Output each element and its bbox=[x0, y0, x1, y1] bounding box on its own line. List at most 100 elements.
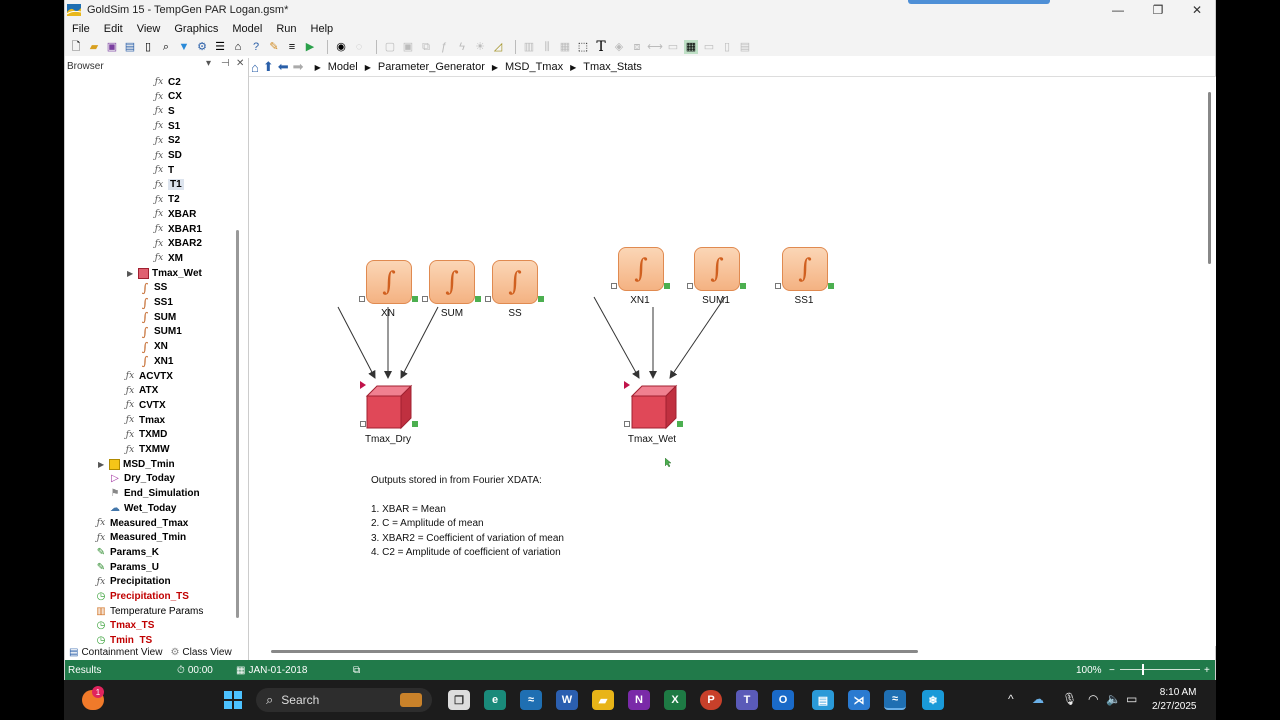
integrator-sum1-icon[interactable]: ∫ bbox=[694, 247, 740, 291]
tree-item[interactable]: TXMD bbox=[124, 428, 167, 442]
help-icon[interactable]: ? bbox=[252, 41, 260, 53]
tree-item[interactable]: ◷Precipitation_TS bbox=[95, 590, 189, 604]
chevron-up-icon[interactable]: ^ bbox=[1008, 692, 1014, 706]
tree-item[interactable]: ✎Params_U bbox=[95, 560, 159, 574]
input-port[interactable] bbox=[624, 421, 630, 427]
close-pane-icon[interactable]: ✕ bbox=[236, 58, 245, 69]
tree-item[interactable]: Measured_Tmin bbox=[95, 531, 186, 545]
menu-model[interactable]: Model bbox=[232, 23, 263, 35]
tree-item[interactable]: XBAR2 bbox=[153, 237, 202, 251]
word-icon[interactable]: W bbox=[556, 690, 578, 710]
reset-icon[interactable]: ◌ bbox=[355, 41, 363, 53]
menu-run[interactable]: Run bbox=[276, 23, 297, 35]
powerpoint-icon[interactable]: P bbox=[700, 690, 722, 710]
tree-item[interactable]: T2 bbox=[153, 193, 180, 207]
tree-item[interactable]: ▷Dry_Today bbox=[109, 472, 175, 486]
tree-item[interactable]: XBAR1 bbox=[153, 222, 202, 236]
container-tmax-dry-icon[interactable] bbox=[365, 384, 413, 430]
forward-arrow-icon[interactable]: ➡ bbox=[292, 59, 304, 74]
taskbar-search[interactable]: ⌕ Search bbox=[256, 688, 432, 712]
battery-icon[interactable]: ▭ bbox=[1126, 692, 1138, 706]
microphone-icon[interactable]: 🎙 bbox=[1062, 692, 1078, 706]
output-port[interactable] bbox=[538, 296, 544, 302]
snowflake-app-icon[interactable]: ❄ bbox=[922, 690, 944, 710]
run-play-icon[interactable]: ▶ bbox=[305, 41, 315, 53]
breadcrumb-item[interactable]: MSD_Tmax bbox=[505, 61, 564, 73]
zoom-out-button[interactable]: − bbox=[1109, 664, 1115, 676]
breadcrumb-item[interactable]: Model bbox=[327, 61, 358, 73]
wifi-icon[interactable]: ◠ bbox=[1088, 692, 1099, 706]
list-icon[interactable]: ☰ bbox=[215, 41, 225, 53]
integrator-ss-icon[interactable]: ∫ bbox=[492, 260, 538, 304]
save-icon[interactable]: ▣ bbox=[106, 41, 118, 53]
output-port[interactable] bbox=[664, 283, 670, 289]
layout-icon[interactable]: ⧈ bbox=[633, 41, 641, 53]
excel-icon[interactable]: X bbox=[664, 690, 686, 710]
chart-icon[interactable]: ◿ bbox=[493, 41, 503, 53]
edge-browser-icon[interactable]: e bbox=[484, 690, 506, 710]
grid-icon[interactable]: ▦ bbox=[559, 41, 571, 53]
breadcrumb-item[interactable]: Parameter_Generator bbox=[377, 61, 485, 73]
tree-item[interactable]: CVTX bbox=[124, 398, 166, 412]
tree-item[interactable]: SD bbox=[153, 149, 182, 163]
model-canvas[interactable]: ∫ XN ∫ SUM ∫ SS ∫ XN1 ∫ SUM1 ∫ SS1 bbox=[249, 76, 1216, 646]
event-icon[interactable]: ϟ bbox=[459, 41, 465, 53]
properties-icon[interactable]: ▯ bbox=[144, 41, 152, 53]
dropdown-icon[interactable]: ▾ bbox=[206, 58, 212, 69]
tree-item[interactable]: S1 bbox=[153, 119, 180, 133]
input-port[interactable] bbox=[485, 296, 491, 302]
canvas-horizontal-scrollbar[interactable] bbox=[271, 650, 918, 653]
view-toggle-icon[interactable]: ▦ bbox=[684, 40, 698, 54]
tree-item[interactable]: SS bbox=[139, 281, 167, 295]
browser-scrollbar[interactable] bbox=[236, 230, 239, 618]
tree-item[interactable]: ▶MSD_Tmin bbox=[98, 457, 175, 471]
pane-splitter[interactable] bbox=[248, 58, 249, 660]
integrator-xn1-icon[interactable]: ∫ bbox=[618, 247, 664, 291]
align-icon[interactable]: ▥ bbox=[523, 41, 535, 53]
checklist-icon[interactable]: ≡ bbox=[288, 41, 296, 53]
window-icon[interactable]: ▯ bbox=[723, 41, 731, 53]
maximize-button[interactable]: ❐ bbox=[1152, 3, 1164, 17]
input-port[interactable] bbox=[611, 283, 617, 289]
tab-containment-view[interactable]: ▤ Containment View bbox=[65, 647, 166, 658]
stochastic-icon[interactable]: ☀ bbox=[475, 41, 485, 53]
tree-item[interactable]: CX bbox=[153, 90, 182, 104]
zoom-slider-thumb[interactable] bbox=[1142, 664, 1145, 675]
zoom-slider[interactable] bbox=[1120, 669, 1200, 670]
find-icon[interactable]: ⌕ bbox=[162, 41, 170, 53]
panel-icon[interactable]: ▭ bbox=[703, 41, 715, 53]
input-port[interactable] bbox=[360, 421, 366, 427]
tree-item[interactable]: SUM1 bbox=[139, 325, 182, 339]
output-port[interactable] bbox=[412, 296, 418, 302]
tree-item[interactable]: Measured_Tmax bbox=[95, 516, 188, 530]
tree-item[interactable]: T1 bbox=[153, 178, 184, 192]
tree-item[interactable]: S bbox=[153, 104, 175, 118]
canvas-vertical-scrollbar[interactable] bbox=[1208, 92, 1211, 264]
pause-icon[interactable]: ◉ bbox=[336, 41, 346, 53]
menu-graphics[interactable]: Graphics bbox=[174, 23, 219, 35]
integrator-ss1-icon[interactable]: ∫ bbox=[782, 247, 828, 291]
goldsim-active-icon[interactable]: ≈ bbox=[884, 690, 906, 710]
tree-item[interactable]: ▥Temperature Params bbox=[95, 604, 203, 618]
breadcrumb-item[interactable]: Tmax_Stats bbox=[583, 61, 642, 73]
integrator-sum-icon[interactable]: ∫ bbox=[429, 260, 475, 304]
menu-view[interactable]: View bbox=[136, 23, 161, 35]
layers-icon[interactable]: ▤ bbox=[739, 41, 751, 53]
task-view-icon[interactable]: ❐ bbox=[448, 690, 470, 710]
tree-item[interactable]: ATX bbox=[124, 384, 158, 398]
tab-class-view[interactable]: ⚙ Class View bbox=[166, 647, 235, 658]
tree-item[interactable]: XBAR bbox=[153, 207, 196, 221]
export-icon[interactable]: ⧉ bbox=[353, 664, 361, 676]
tree-item[interactable]: SS1 bbox=[139, 296, 173, 310]
element-icon[interactable]: ▢ bbox=[384, 41, 396, 53]
tree-item[interactable]: ✎Params_K bbox=[95, 545, 159, 559]
close-button[interactable]: ✕ bbox=[1191, 3, 1203, 17]
filter-icon[interactable]: ▼ bbox=[178, 41, 190, 53]
browser-icon[interactable]: ▤ bbox=[124, 41, 136, 53]
tag-icon[interactable]: ⌂ bbox=[234, 41, 242, 53]
tree-item[interactable]: SUM bbox=[139, 310, 176, 324]
output-port[interactable] bbox=[475, 296, 481, 302]
onenote-icon[interactable]: N bbox=[628, 690, 650, 710]
zoom-in-button[interactable]: + bbox=[1204, 664, 1210, 676]
menu-help[interactable]: Help bbox=[310, 23, 334, 35]
